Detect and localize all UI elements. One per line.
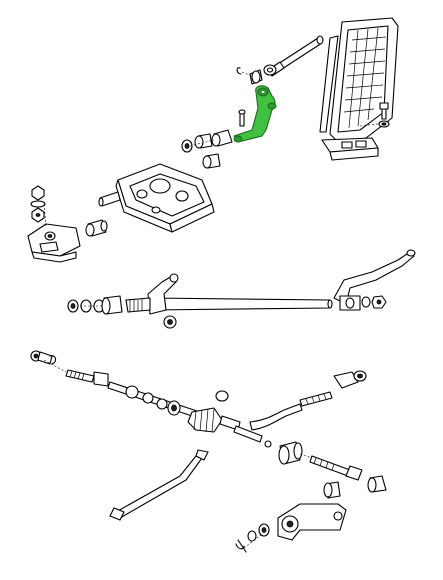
lower-right-cap[interactable]: [367, 475, 387, 493]
small-cap[interactable]: [215, 390, 229, 402]
assembly-leader-lines: [43, 139, 313, 459]
left-stack-nuts[interactable]: [30, 185, 46, 223]
bottom-clip[interactable]: [235, 533, 263, 553]
bottom-bellcrank[interactable]: [277, 481, 347, 541]
link-right-upper[interactable]: [333, 370, 367, 389]
linkage-left-end[interactable]: [30, 350, 57, 365]
lever-pin[interactable]: [238, 109, 246, 127]
crank-nut-washer[interactable]: [361, 295, 387, 309]
rubber-boot[interactable]: [187, 407, 241, 433]
left-bracket-bushing[interactable]: [85, 219, 108, 237]
accelerator-lever-highlighted[interactable]: [233, 85, 277, 143]
shaft-left-bushings[interactable]: [67, 295, 123, 315]
left-bracket[interactable]: [27, 223, 81, 263]
lower-bent-rod[interactable]: [109, 449, 209, 521]
linkage-bushings[interactable]: [125, 385, 181, 416]
lower-threaded-rod[interactable]: [309, 455, 363, 481]
lever-bushings[interactable]: [181, 129, 233, 169]
right-crank-arm[interactable]: [333, 249, 416, 311]
shaft-center-nut[interactable]: [163, 315, 177, 329]
bushing-top[interactable]: [249, 64, 277, 85]
lower-right-sleeve[interactable]: [278, 441, 303, 465]
accelerator-pedal[interactable]: [319, 17, 399, 161]
pedal-bolt[interactable]: [359, 102, 390, 128]
cross-shaft[interactable]: [125, 273, 333, 315]
bottom-washers[interactable]: [247, 523, 270, 542]
linkage-middle-rod[interactable]: [233, 391, 333, 448]
circlip-top[interactable]: [236, 67, 253, 77]
mounting-bracket[interactable]: [98, 163, 215, 233]
